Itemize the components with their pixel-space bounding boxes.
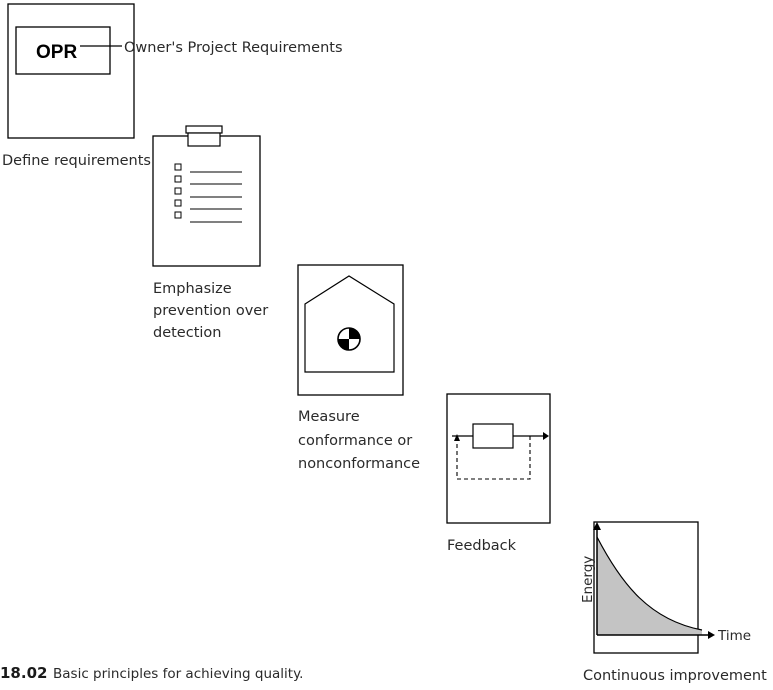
opr-acronym: OPR	[36, 42, 77, 63]
process-block	[472, 423, 514, 449]
prevention-label-line: Emphasize	[153, 281, 232, 297]
clipboard-clip-base	[187, 132, 221, 147]
checkbox-icon	[174, 163, 182, 171]
checkbox-icon	[174, 211, 182, 219]
continuous-improvement-panel: Energy Time Continuous improvement	[580, 521, 767, 684]
clipboard-frame	[152, 135, 261, 267]
energy-axis-arrowhead-icon	[593, 522, 601, 530]
checkbox-icon	[174, 175, 182, 183]
prevention-label-line: detection	[153, 325, 221, 341]
figure-number: 18.02	[0, 664, 47, 682]
feedback-panel: Feedback	[446, 393, 551, 554]
figure-caption: 18.02 Basic principles for achieving qua…	[0, 664, 303, 682]
house-outline	[304, 275, 395, 373]
output-arrowhead-icon	[543, 432, 549, 440]
clipboard-clip	[185, 125, 223, 134]
measure-label-line: Measure	[298, 409, 360, 425]
continuous-improvement-label: Continuous improvement	[583, 668, 767, 684]
feedback-label: Feedback	[447, 538, 517, 554]
measure-label-line: nonconformance	[298, 456, 420, 472]
energy-axis-label: Energy	[580, 556, 596, 603]
define-requirements-label: Define requirements	[2, 153, 151, 169]
measure-label: Measure conformance or nonconformance	[298, 409, 420, 472]
energy-decay-curve	[596, 536, 703, 631]
prevention-label: Emphasize prevention over detection	[153, 281, 273, 341]
time-axis-arrowhead-icon	[708, 631, 715, 639]
figure-caption-text: Basic principles for achieving quality.	[53, 666, 303, 682]
feedback-loop-dashed	[456, 436, 531, 480]
measure-label-line: conformance or	[298, 433, 412, 449]
time-axis-label: Time	[717, 628, 751, 644]
feedback-arrowhead-icon	[454, 434, 460, 441]
target-icon	[337, 327, 361, 351]
define-requirements-panel: OPR Owner's Project Requirements Define …	[2, 3, 343, 169]
feedback-frame	[446, 393, 551, 524]
measure-panel: Measure conformance or nonconformance	[297, 264, 420, 472]
opr-expansion-label: Owner's Project Requirements	[124, 40, 343, 56]
opr-label-box	[15, 26, 111, 75]
checklist	[174, 163, 242, 223]
prevention-label-line: prevention over	[153, 303, 268, 319]
checkbox-icon	[174, 187, 182, 195]
prevention-panel: Emphasize prevention over detection	[152, 125, 273, 341]
energy-decay-area	[597, 537, 702, 635]
checkbox-icon	[174, 199, 182, 207]
